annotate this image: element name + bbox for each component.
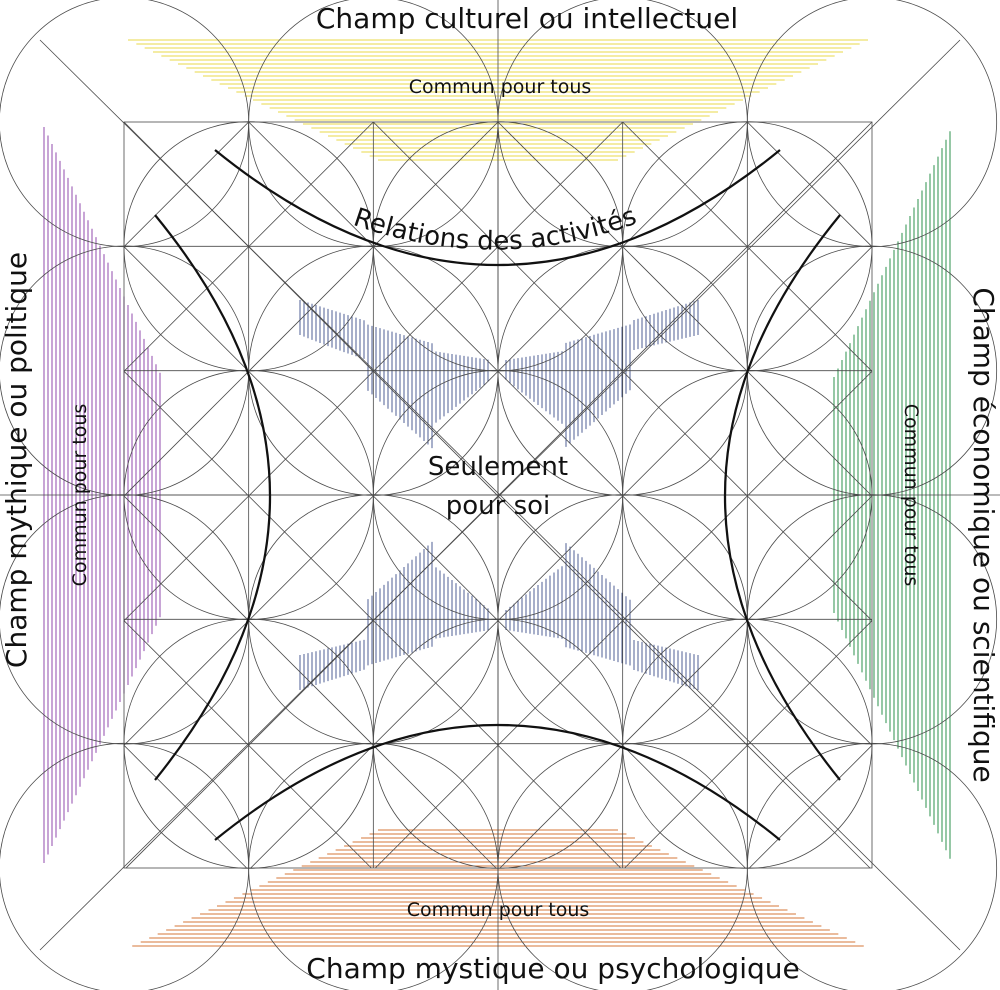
grid-diagonal-line [123,495,497,869]
grid-diagonal-line [749,745,873,869]
common-label-left: Commun pour tous [69,404,91,587]
diagonal-anti [39,39,961,951]
grid-diagonal-line [123,246,746,869]
grid-diagonal-line [624,620,873,869]
grid-diagonal-line [375,371,873,869]
grid-diagonal-line [125,121,873,869]
center-label-line1: Seulement [428,452,568,482]
curve-bottom [214,723,781,841]
center-label-line2: pour soi [446,491,551,521]
curve-left [154,214,272,781]
grid-diagonal-line [250,246,873,869]
grid-circle [746,742,998,990]
common-label-right: Commun pour tous [900,404,922,587]
grid-circle [746,0,998,248]
grid-diagonal-line [123,620,372,869]
common-label-top: Commun pour tous [409,76,592,98]
grid-diagonal-line [123,371,621,869]
grid-diagonal-line [123,745,247,869]
field-label-left: Champ mythique ou politique [0,252,33,668]
curve-right [723,214,841,781]
field-label-bottom: Champ mystique ou psychologique [306,952,799,985]
field-label-top: Champ culturel ou intellectuel [316,2,738,35]
field-label-right: Champ économique ou scientifique [967,287,1000,782]
curve-top [214,149,781,267]
grid-diagonal-line [123,121,871,869]
grid-diagonal-line [499,495,873,869]
common-label-bottom: Commun pour tous [407,899,590,921]
